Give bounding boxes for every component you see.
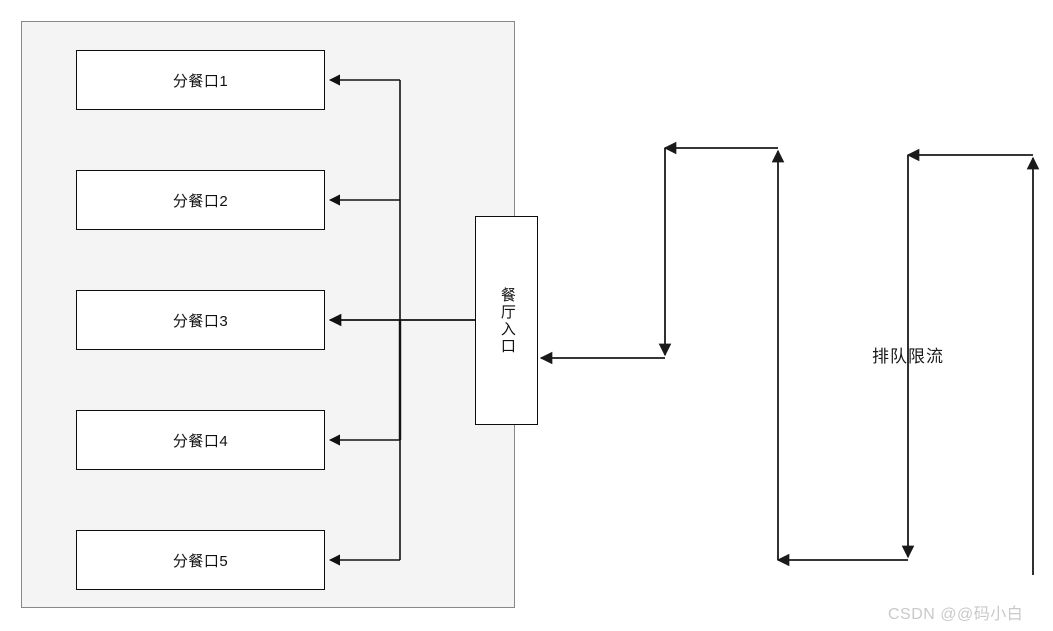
station-label-3: 分餐口3	[172, 312, 229, 330]
restaurant-entrance-box[interactable]: 餐厅入口	[475, 216, 538, 425]
station-box-1[interactable]: 分餐口1	[76, 50, 325, 110]
station-box-5[interactable]: 分餐口5	[76, 530, 325, 590]
csdn-watermark: CSDN @@码小白	[888, 606, 1024, 623]
station-label-5: 分餐口5	[172, 552, 229, 570]
station-box-2[interactable]: 分餐口2	[76, 170, 325, 230]
station-box-3[interactable]: 分餐口3	[76, 290, 325, 350]
station-box-4[interactable]: 分餐口4	[76, 410, 325, 470]
queue-rate-limit-label: 排队限流	[872, 347, 944, 366]
station-label-4: 分餐口4	[172, 432, 229, 450]
station-label-1: 分餐口1	[172, 72, 229, 90]
station-label-2: 分餐口2	[172, 192, 229, 210]
restaurant-entrance-label: 餐厅入口	[498, 286, 516, 355]
